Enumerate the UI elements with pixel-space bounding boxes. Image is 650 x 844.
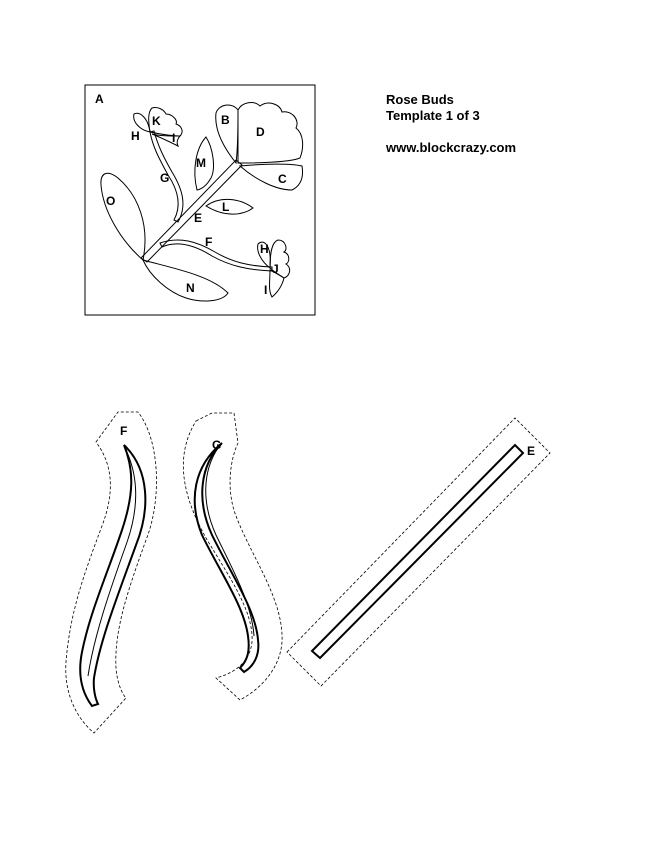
piece-h-right	[257, 241, 271, 269]
outline-f	[79, 444, 147, 708]
pattern-label-f: F	[120, 424, 127, 438]
piece-d	[237, 102, 304, 164]
piece-n	[142, 259, 229, 302]
seam-allowance-e	[286, 417, 551, 687]
pattern-piece-f: F	[65, 411, 157, 734]
piece-o	[100, 172, 146, 261]
piece-c	[238, 163, 303, 191]
piece-e	[140, 159, 243, 263]
label-g: G	[160, 171, 169, 185]
website-url: www.blockcrazy.com	[386, 140, 517, 155]
label-h-top: H	[131, 129, 140, 143]
label-f: F	[205, 235, 212, 249]
piece-l	[205, 199, 254, 215]
piece-m	[194, 136, 214, 191]
piece-i-right	[269, 269, 285, 298]
label-m: M	[196, 156, 206, 170]
pattern-piece-g: G	[183, 412, 283, 701]
piece-g	[149, 130, 184, 223]
label-d: D	[256, 125, 265, 139]
label-j: J	[272, 262, 279, 276]
template-title: Rose Buds	[386, 92, 454, 107]
label-h-right: H	[260, 242, 269, 256]
pattern-label-e: E	[527, 444, 535, 458]
label-o: O	[106, 194, 115, 208]
seam-allowance-f	[65, 411, 157, 734]
pattern-piece-e: E	[286, 417, 551, 687]
label-e: E	[194, 211, 202, 225]
template-header: Rose Buds Template 1 of 3 www.blockcrazy…	[386, 92, 516, 156]
piece-h-top	[133, 112, 151, 133]
label-a: A	[95, 92, 104, 106]
outline-g	[193, 442, 260, 674]
block-diagram: A B D C M G O E L F N H K I H J I	[84, 84, 316, 316]
label-l: L	[222, 200, 229, 214]
piece-f	[159, 239, 273, 272]
label-i-top: I	[172, 131, 175, 145]
outline-e	[310, 443, 525, 660]
label-i-right: I	[264, 283, 267, 297]
seam-allowance-g	[183, 412, 283, 701]
label-b: B	[221, 113, 230, 127]
pattern-label-g: G	[212, 438, 221, 452]
piece-i-top	[151, 133, 182, 148]
block-frame	[84, 84, 316, 316]
vein-g	[205, 447, 255, 637]
label-k: K	[152, 114, 161, 128]
template-subtitle: Template 1 of 3	[386, 108, 480, 123]
vein-f	[87, 449, 137, 677]
label-n: N	[186, 281, 195, 295]
label-c: C	[278, 172, 287, 186]
